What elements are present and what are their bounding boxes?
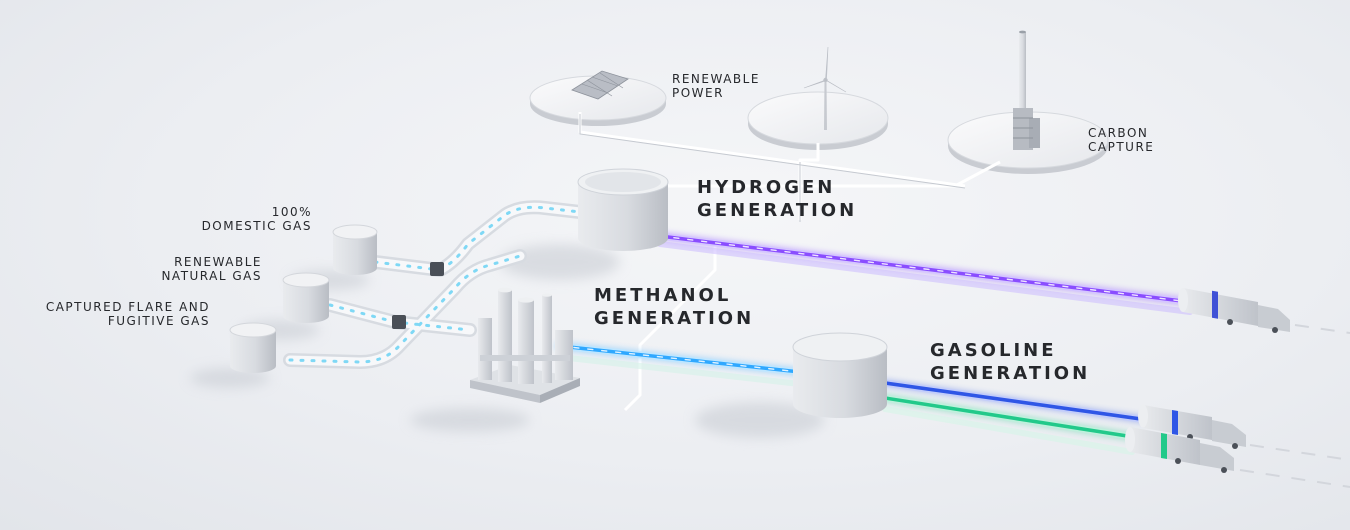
renewable-natural-gas-tank <box>282 272 330 323</box>
domestic-gas-label: 100%DOMESTIC GAS <box>201 205 312 234</box>
gasoline-pipeline-blue <box>881 379 1152 424</box>
domestic-gas-tank <box>332 224 378 275</box>
tanker-truck-icon <box>1125 427 1234 473</box>
carbon-capture-tower-icon <box>1013 30 1040 150</box>
solar-panel-icon <box>571 70 629 100</box>
wind-power-platform <box>747 46 889 150</box>
hydrogen-pipeline <box>655 231 1195 315</box>
road-markings <box>1239 324 1350 488</box>
flare-gas-tank <box>229 322 277 373</box>
gasoline-generation-tank <box>792 332 888 418</box>
carbon-capture-platform <box>947 30 1109 174</box>
methanol-generation-plant <box>470 287 580 403</box>
hydrogen-generation-tank <box>577 168 669 251</box>
methanol-pipeline <box>555 341 805 387</box>
tanker-truck-icon <box>1138 404 1246 449</box>
renewable-power-platform <box>529 70 667 126</box>
pipe-junctions <box>392 262 444 329</box>
wind-turbine-icon <box>803 46 847 130</box>
gasoline-pipeline-green <box>880 393 1145 455</box>
tanker-truck-icon <box>1178 288 1290 333</box>
